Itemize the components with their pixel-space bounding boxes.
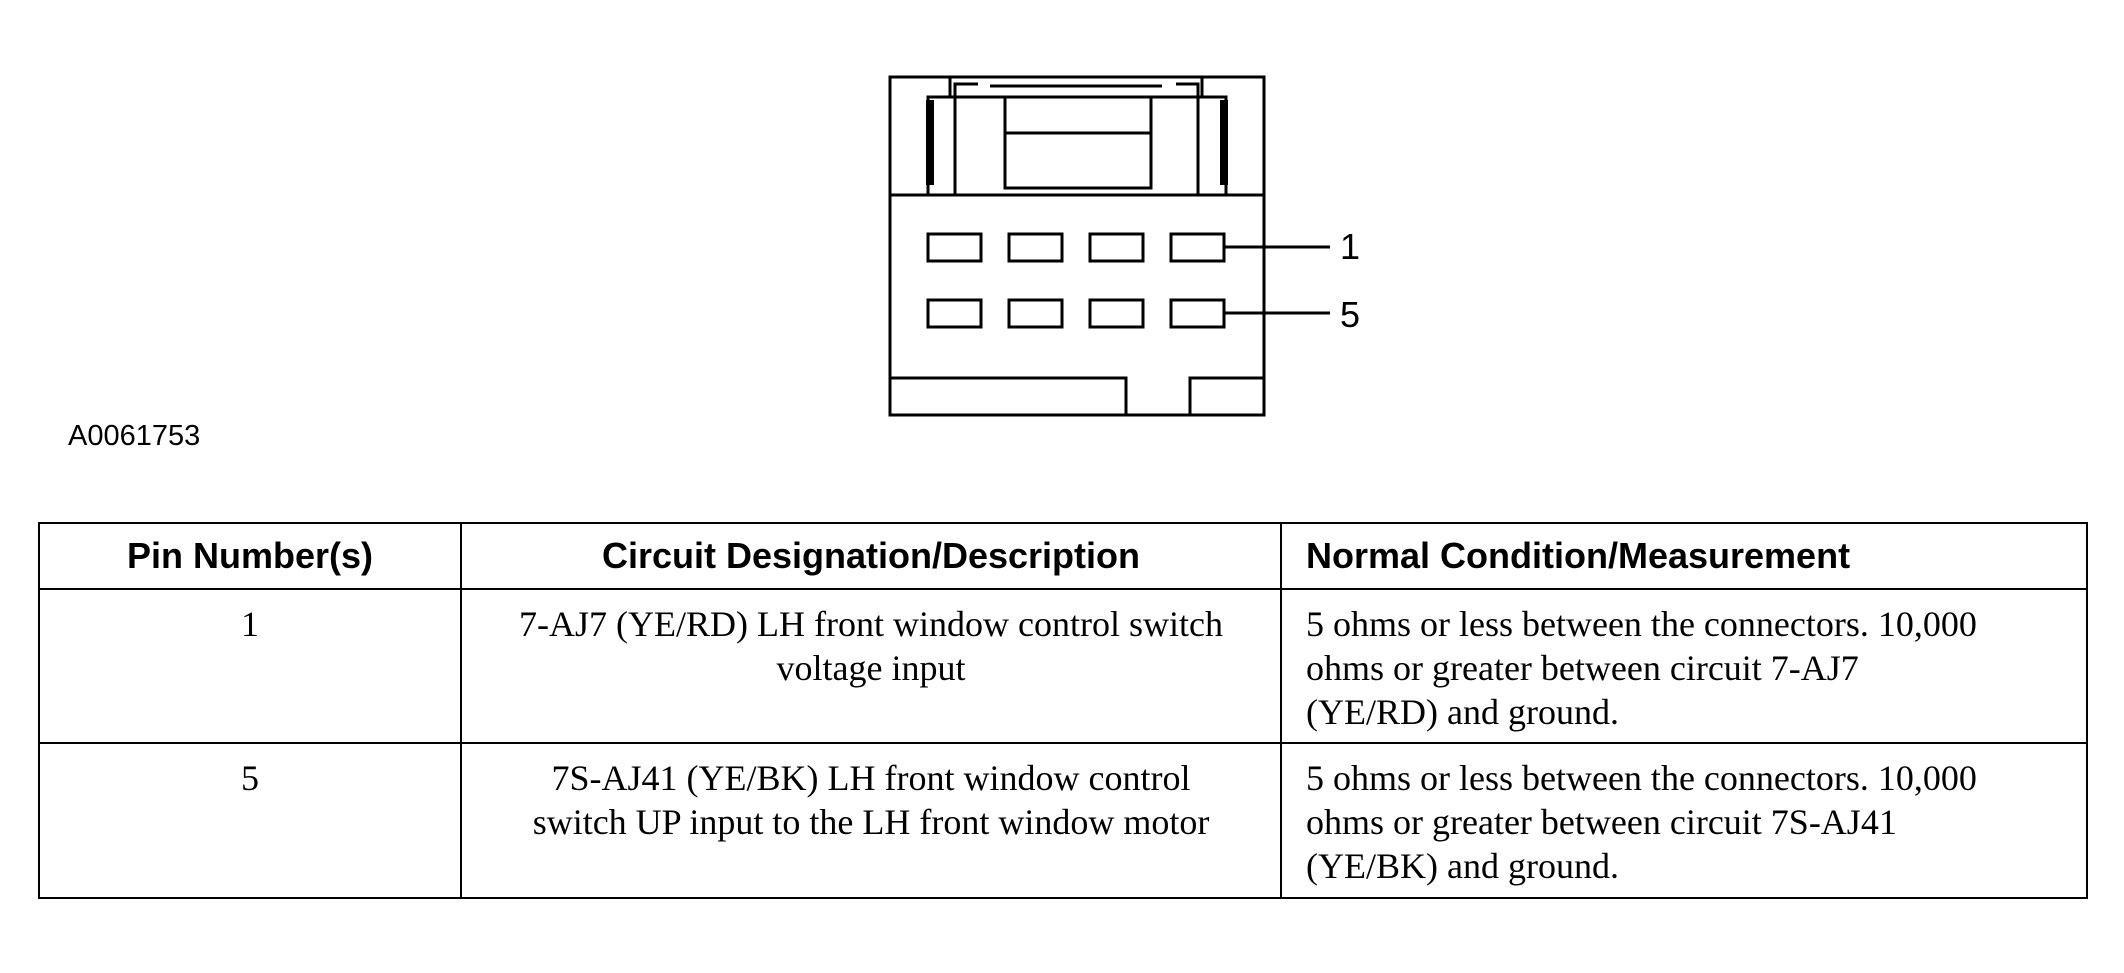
pin-cavities-row-bottom [926,298,1226,329]
pinout-table: Pin Number(s) Circuit Designation/Descri… [38,522,2088,899]
circuit-description-cell: 7S-AJ41 (YE/BK) LH front window control … [460,742,1282,899]
pin-cavities-row-top [926,232,1226,263]
measurement-cell: 5 ohms or less between the connectors. 1… [1280,742,2088,899]
header-pin-numbers: Pin Number(s) [38,522,462,590]
header-normal-condition: Normal Condition/Measurement [1280,522,2088,590]
table-row: 5 7S-AJ41 (YE/BK) LH front window contro… [38,742,2088,899]
table-header-row: Pin Number(s) Circuit Designation/Descri… [38,522,2088,590]
pin-1-label: 1 [1340,226,1360,267]
table-row: 1 7-AJ7 (YE/RD) LH front window control … [38,588,2088,744]
connector-diagram: 1 5 [888,75,1360,417]
measurement-cell: 5 ohms or less between the connectors. 1… [1280,588,2088,744]
pin-number-cell: 1 [38,588,462,744]
figure-id-label: A0061753 [68,420,201,452]
connector-housing [888,75,1266,417]
circuit-description-cell: 7-AJ7 (YE/RD) LH front window control sw… [460,588,1282,744]
circuit-description-text: 7-AJ7 (YE/RD) LH front window control sw… [519,604,1223,688]
measurement-text: 5 ohms or less between the connectors. 1… [1306,758,1977,886]
pin-number-cell: 5 [38,742,462,899]
pin-5-label: 5 [1340,294,1360,335]
header-circuit-description: Circuit Designation/Description [460,522,1282,590]
measurement-text: 5 ohms or less between the connectors. 1… [1306,604,1977,732]
pin-callouts: 1 5 [1224,226,1360,335]
circuit-description-text: 7S-AJ41 (YE/BK) LH front window control … [532,758,1210,842]
